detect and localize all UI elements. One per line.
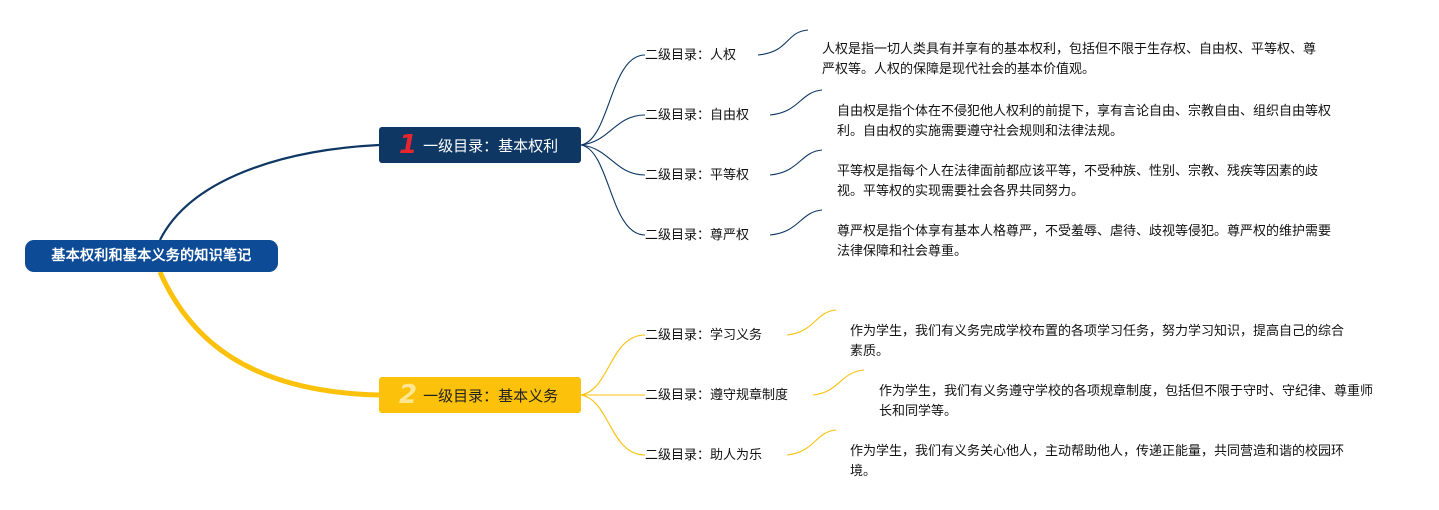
branch-number: 1	[399, 130, 418, 160]
branch-basic-duties[interactable]: 2 一级目录：基本义务	[379, 377, 581, 413]
subtopic-equality[interactable]: 二级目录：平等权	[645, 168, 750, 183]
subtopic-human-rights[interactable]: 二级目录：人权	[645, 48, 737, 63]
subtopic-helping-others[interactable]: 二级目录：助人为乐	[645, 448, 763, 463]
note-follow-rules: 作为学生，我们有义务遵守学校的各项规章制度，包括但不限于守时、守纪律、尊重师长和…	[879, 384, 1374, 419]
subtopic-study-duty[interactable]: 二级目录：学习义务	[645, 328, 763, 343]
branch-label: 一级目录：基本义务	[423, 386, 559, 405]
branch-number: 2	[399, 380, 418, 410]
note-helping-others: 作为学生，我们有义务关心他人，主动帮助他人，传递正能量，共同营造和谐的校园环境。	[850, 444, 1345, 479]
subtopic-follow-rules[interactable]: 二级目录：遵守规章制度	[645, 388, 789, 403]
branch-label: 一级目录：基本权利	[423, 136, 559, 155]
note-study-duty: 作为学生，我们有义务完成学校布置的各项学习任务，努力学习知识，提高自己的综合素质…	[850, 324, 1345, 359]
subtopic-freedom[interactable]: 二级目录：自由权	[645, 108, 750, 123]
note-human-rights: 人权是指一切人类具有并享有的基本权利，包括但不限于生存权、自由权、平等权、尊严权…	[822, 42, 1317, 77]
note-dignity: 尊严权是指个体享有基本人格尊严，不受羞辱、虐待、歧视等侵犯。尊严权的维护需要法律…	[837, 224, 1332, 259]
root-topic[interactable]: 基本权利和基本义务的知识笔记	[25, 240, 278, 272]
branch-basic-rights[interactable]: 1 一级目录：基本权利	[379, 127, 581, 163]
note-equality: 平等权是指每个人在法律面前都应该平等，不受种族、性别、宗教、残疾等因素的歧视。平…	[837, 164, 1319, 199]
note-freedom: 自由权是指个体在不侵犯他人权利的前提下，享有言论自由、宗教自由、组织自由等权利。…	[837, 104, 1332, 139]
subtopic-dignity[interactable]: 二级目录：尊严权	[645, 228, 750, 243]
